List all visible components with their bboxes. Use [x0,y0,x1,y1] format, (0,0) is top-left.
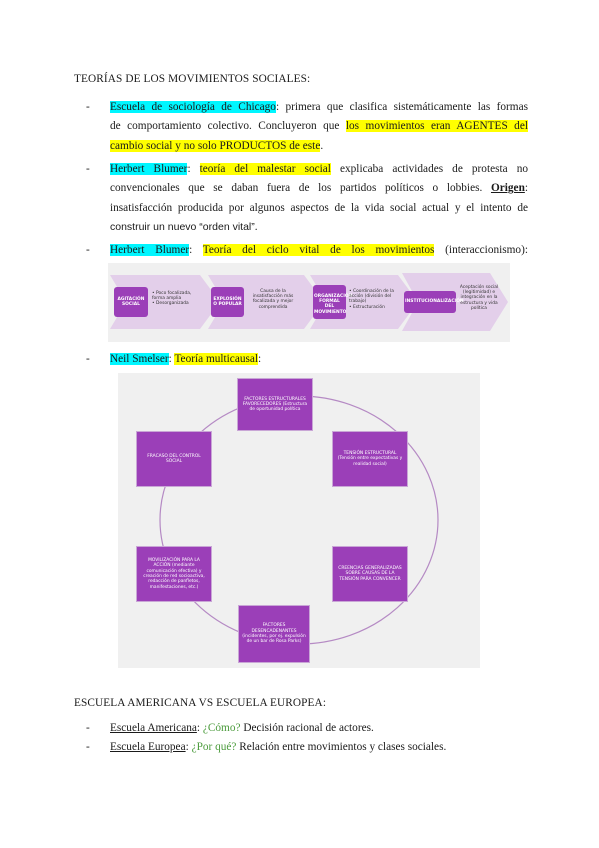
ciclo-vital-theory: Teoría del ciclo vital de los movimiento… [202,244,435,256]
flow-step-3-bullet-2: Estructuración [353,304,385,310]
ciclo-vital-diagram: AGITACIÓN SOCIAL • Poco focalizada, form… [108,263,510,342]
malestar-line1: explicaba actividades de protesta no [330,163,529,175]
bullet-dash: - [86,741,90,753]
flow-step-2-bullets: Causa de la insatisfacción más focalizad… [248,289,298,310]
cycle-node-right-text: TENSIÓN ESTRUCTURAL (Tensión entre expec… [337,451,403,467]
chicago-highlight-2: cambio social y no solo PRODUCTOS de est… [110,139,321,152]
flow-step-1-bullets: • Poco focalizada, forma amplia • Desorg… [152,291,192,307]
flow-step-2-title: EXPLOSIÓN O POPULAR [213,297,242,308]
americana-answer: Decisión racional de actores. [240,722,374,734]
flow-step-1-title: AGITACIÓN SOCIAL [117,297,145,308]
cycle-node-top: FACTORES ESTRUCTURALES FAVORECEDORES (Es… [237,378,313,431]
separator: : [189,244,203,256]
flow-arrows [110,273,508,331]
bullet-dash: - [86,101,90,113]
bullet-dash: - [86,244,90,256]
chicago-term: Escuela de sociología de Chicago [110,101,276,113]
bullet-dash: - [86,353,90,365]
bullet-dash: - [86,722,90,734]
separator: : [168,353,175,365]
escuela-americana-term: Escuela Americana [110,722,197,734]
chicago-line1: : primera que clasifica sistemáticamente… [275,101,528,113]
flow-step-1-bullet-1: Poco focalizada, forma amplia [152,291,192,302]
por-que-question: ¿Por qué? [191,741,237,753]
blumer-term-2: Herbert Blumer [110,244,190,256]
blumer-term: Herbert Blumer [110,163,188,175]
flow-step-1-bullet-2: Desorganizada [156,301,189,307]
blumer-malestar-paragraph: Herbert Blumer: teoría del malestar soci… [110,160,528,238]
chicago-paragraph: Escuela de sociología de Chicago: primer… [110,98,528,156]
section-title-escuelas: ESCUELA AMERICANA VS ESCUELA EUROPEA: [74,697,327,709]
smelser-term: Neil Smelser [110,353,169,365]
cycle-node-bottom-right: CREENCIAS GENERALIZADAS SOBRE CAUSAS DE … [332,546,408,602]
orden-vital-text: construir un nuevo “orden vital” [110,221,255,234]
smelser-colon: : [258,353,262,365]
flow-step-box-4 [404,291,456,313]
flow-step-box-2 [211,287,244,317]
origen-label: Origen [490,182,525,195]
malestar-line3: insatisfacción producida por algunos asp… [110,201,528,214]
cycle-node-bottom-text: FACTORES DESENCADENANTES (incidentes, po… [242,623,306,645]
interaccionismo-text: (interaccionismo): [434,244,528,256]
flow-step-4-bullet-1: Aceptación social (legitimidad) e integr… [459,285,499,311]
cycle-node-left-text: FRACASO DEL CONTROL SOCIAL [147,453,201,464]
bullet-dash: - [86,163,90,175]
smelser-line: Neil Smelser: Teoría multicausal: [110,350,528,369]
ciclo-vital-line: Herbert Blumer: Teoría del ciclo vital d… [110,241,528,260]
flow-step-box-1 [114,287,148,317]
cycle-node-bottom-right-text: CREENCIAS GENERALIZADAS SOBRE CAUSAS DE … [338,566,402,582]
multicausal-theory: Teoría multicausal [174,353,259,365]
flow-step-3-title: ORGANIZACIÓN FORMAL DEL MOVIMIENTO [314,294,353,315]
escuela-europea-term: Escuela Europea [110,741,186,753]
flow-step-box-3 [313,285,346,319]
europea-answer: Relación entre movimientos y clases soci… [236,741,447,753]
cycle-node-left: FRACASO DEL CONTROL SOCIAL [136,431,212,487]
como-question: ¿Cómo? [202,722,241,734]
flow-step-2-bullet-1: Causa de la insatisfacción más focalizad… [252,289,294,310]
malestar-theory: teoría del malestar social [199,163,331,175]
separator: : [185,741,192,753]
flow-step-3-bullets: • Coordinación de la acción (división de… [349,289,394,310]
cycle-node-bottom-left-text: MOVILIZACIÓN PARA LA ACCIÓN (mediante co… [143,558,205,590]
separator: : [187,163,200,175]
escuela-americana-line: Escuela Americana: ¿Cómo? Decisión racio… [110,719,528,738]
malestar-period: . [254,221,258,234]
cycle-node-bottom-left: MOVILIZACIÓN PARA LA ACCIÓN (mediante co… [136,546,212,602]
separator: : [196,722,203,734]
section-title-teorias: TEORÍAS DE LOS MOVIMIENTOS SOCIALES: [74,73,311,85]
malestar-line2: convencionales que se daban fuera de los… [110,182,491,195]
cycle-node-top-text: FACTORES ESTRUCTURALES FAVORECEDORES (Es… [242,396,308,413]
flow-step-4-bullets: Aceptación social (legitimidad) e integr… [458,285,500,311]
chicago-highlight-1: los movimientos eran AGENTES del [345,120,528,133]
multicausal-cycle-diagram: FACTORES ESTRUCTURALES FAVORECEDORES (Es… [118,373,480,668]
chicago-line2: de comportamiento colectivo. Concluyeron… [110,120,346,133]
cycle-node-right: TENSIÓN ESTRUCTURAL (Tensión entre expec… [332,431,408,487]
cycle-node-bottom: FACTORES DESENCADENANTES (incidentes, po… [238,605,310,663]
flow-step-4-title: INSTITUCIONALIZACIÓN [405,299,464,304]
escuela-europea-line: Escuela Europea: ¿Por qué? Relación entr… [110,738,528,757]
chicago-period: . [320,139,324,152]
origen-colon: : [524,182,528,195]
flow-step-3-bullet-1: Coordinación de la acción (división del … [349,289,394,305]
